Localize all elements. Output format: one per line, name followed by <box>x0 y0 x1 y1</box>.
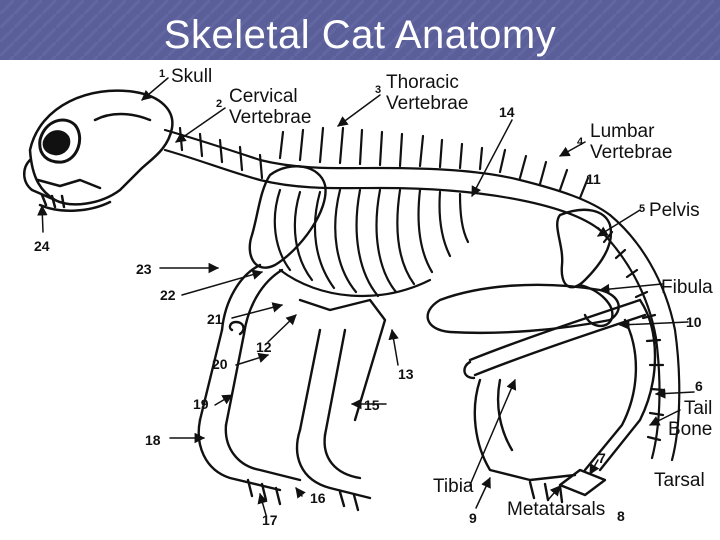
number-8: 8 <box>617 508 625 524</box>
label-tarsal: Tarsal <box>654 470 705 491</box>
hind-limb-bones <box>426 208 657 504</box>
front-limb-bones <box>197 165 387 512</box>
cat-skeleton-drawing <box>23 77 695 516</box>
number-24: 24 <box>34 238 50 254</box>
slide-header: Skeletal Cat Anatomy <box>0 0 720 60</box>
cat-skeleton-diagram <box>0 60 720 540</box>
number-18: 18 <box>145 432 161 448</box>
number-16: 16 <box>310 490 326 506</box>
number-2: 2 <box>216 98 223 110</box>
label-tibia: Tibia <box>433 476 474 497</box>
label-thoracic-vertebrae: Thoracic Vertebrae <box>386 72 469 114</box>
page-title: Skeletal Cat Anatomy <box>163 13 557 57</box>
number-13: 13 <box>398 366 414 382</box>
number-14: 14 <box>499 104 515 120</box>
label-pelvis: Pelvis <box>649 200 700 221</box>
number-5: 5 <box>639 203 646 215</box>
number-19: 19 <box>193 396 209 412</box>
number-9: 9 <box>469 510 477 526</box>
number-10: 10 <box>686 314 702 330</box>
header-background-pattern <box>0 0 720 60</box>
number-17: 17 <box>262 512 278 528</box>
label-fibula: Fibula <box>661 277 713 298</box>
number-11: 11 <box>586 171 601 187</box>
label-cervical-vertebrae: Cervical Vertebrae <box>229 86 312 128</box>
number-12: 12 <box>256 339 272 355</box>
number-4: 4 <box>577 136 584 148</box>
label-lumbar-vertebrae: Lumbar Vertebrae <box>590 121 673 163</box>
number-15: 15 <box>364 397 380 413</box>
number-6: 6 <box>695 378 703 394</box>
label-tail-bone: Tail Bone <box>668 398 713 440</box>
skull-bone <box>23 89 174 212</box>
number-1: 1 <box>159 68 166 80</box>
number-23: 23 <box>136 261 152 277</box>
number-7: 7 <box>598 450 606 466</box>
number-20: 20 <box>212 356 228 372</box>
label-skull: Skull <box>171 66 213 87</box>
rib-cage <box>273 188 470 298</box>
label-pointer-lines <box>37 77 695 516</box>
number-3: 3 <box>375 84 382 96</box>
tail-bones <box>596 213 681 462</box>
number-22: 22 <box>160 287 176 303</box>
number-21: 21 <box>207 311 223 327</box>
label-metatarsals: Metatarsals <box>507 499 606 520</box>
vertebral-column <box>163 126 612 232</box>
